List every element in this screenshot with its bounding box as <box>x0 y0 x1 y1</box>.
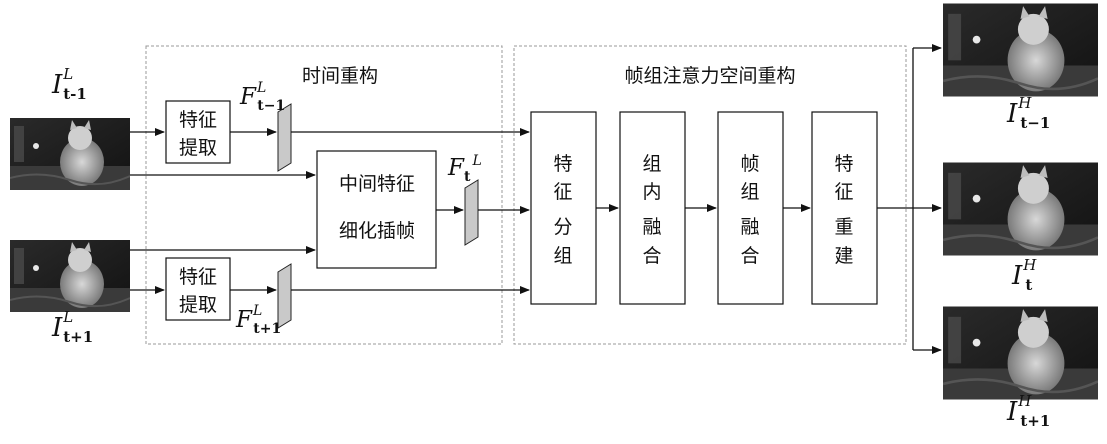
feature-reconstruct-char2: 征 <box>834 181 853 203</box>
feature-extract-bottom-block: 特征 提取 <box>165 257 231 321</box>
frame-group-fusion-char2: 组 <box>740 181 759 203</box>
temporal-section-title: 时间重构 <box>302 65 378 87</box>
intermediate-refine-line1: 中间特征 <box>339 173 415 195</box>
feature-reconstruct-block: 特 征 重 建 <box>811 111 878 305</box>
input-frame-next-image <box>10 240 130 312</box>
feature-map-cur <box>464 179 479 246</box>
feature-extract-top-block: 特征 提取 <box>165 100 231 164</box>
intra-group-fusion-char3: 融 <box>642 216 661 238</box>
temporal-section-frame <box>145 45 503 345</box>
output-frame-prev-image <box>943 2 1098 98</box>
frame-group-fusion-char4: 合 <box>740 245 759 267</box>
intra-group-fusion-block: 组 内 融 合 <box>619 111 686 305</box>
arrows-group <box>130 44 942 354</box>
feature-map-next <box>277 263 292 329</box>
output-frame-cur-image <box>943 161 1098 257</box>
feature-reconstruct-char3: 重 <box>834 216 853 238</box>
feature-map-prev <box>277 103 292 172</box>
intra-group-fusion-char4: 合 <box>642 245 661 267</box>
feature-reconstruct-char4: 建 <box>834 245 853 267</box>
feature-grouping-char2: 征 <box>553 181 572 203</box>
intra-group-fusion-char1: 组 <box>642 153 661 175</box>
input-frame-prev-image <box>10 118 130 190</box>
feature-extract-bottom-line1: 特征 <box>179 266 217 288</box>
feature-grouping-char1: 特 <box>553 153 572 175</box>
feature-extract-top-line1: 特征 <box>179 109 217 131</box>
frame-group-fusion-char1: 帧 <box>740 153 759 175</box>
feature-grouping-block: 特 征 分 组 <box>530 111 597 305</box>
feature-grouping-char4: 组 <box>553 245 572 267</box>
feature-extract-top-line2: 提取 <box>179 137 217 159</box>
frame-group-fusion-block: 帧 组 融 合 <box>717 111 784 305</box>
feature-grouping-char3: 分 <box>553 216 572 238</box>
intermediate-refine-block: 中间特征 细化插帧 <box>316 150 437 269</box>
spatial-section-title: 帧组注意力空间重构 <box>624 65 795 87</box>
intra-group-fusion-char2: 内 <box>642 181 661 203</box>
intermediate-refine-line2: 细化插帧 <box>339 220 415 242</box>
spatial-section-frame <box>513 45 907 345</box>
output-frame-next-image <box>943 305 1098 401</box>
symbol-F-cur-low: FtL <box>447 153 482 185</box>
feature-extract-bottom-line2: 提取 <box>179 294 217 316</box>
frame-group-fusion-char3: 融 <box>740 216 759 238</box>
feature-reconstruct-char1: 特 <box>834 153 853 175</box>
